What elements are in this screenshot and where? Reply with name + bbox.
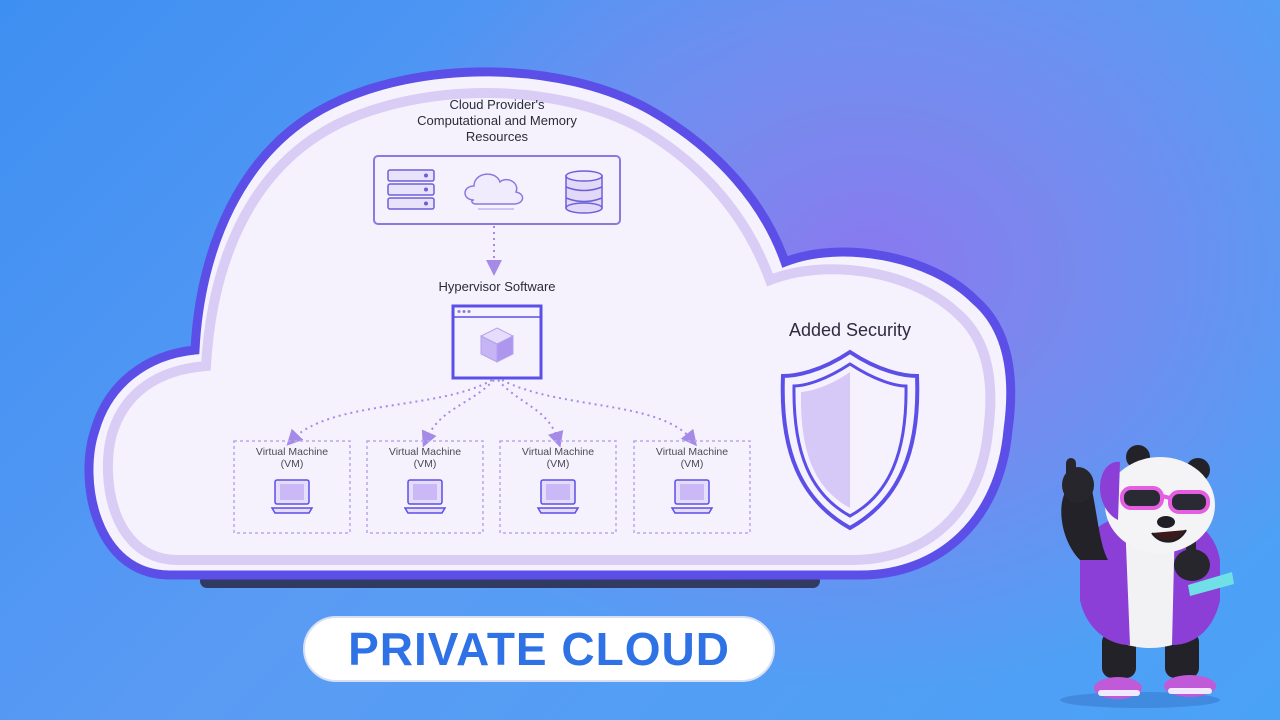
vm-box-2 [366, 440, 484, 534]
cloud-icon [464, 173, 524, 210]
laptop-icon [270, 479, 314, 514]
connector-vm-1 [286, 379, 493, 446]
laptop-icon [536, 479, 580, 514]
laptop-icon [670, 479, 714, 514]
cloud-inner-border [102, 88, 996, 565]
laptop-icon [403, 479, 447, 514]
hypervisor-label: Hypervisor Software [438, 279, 556, 294]
vm-box-4 [633, 440, 751, 534]
cloud-shape [84, 67, 1016, 580]
connector-vm-4 [501, 379, 698, 447]
vm-box-3 [499, 440, 617, 534]
vm-label-2: Virtual Machine (VM) [388, 446, 462, 470]
vm-label-4: Virtual Machine (VM) [655, 446, 729, 470]
title-banner: PRIVATE CLOUD [303, 616, 775, 682]
cube-icon [479, 327, 515, 363]
resources-label: Cloud Provider's Computational and Memor… [417, 97, 577, 144]
panda-mascot-icon [1060, 445, 1234, 708]
vm-label-1: Virtual Machine (VM) [255, 446, 329, 470]
security-label: Added Security [788, 320, 912, 340]
server-rack-icon [387, 169, 435, 210]
vm-box-1 [233, 440, 351, 534]
database-icon [565, 170, 603, 214]
shield-icon [780, 349, 920, 531]
banner-title: PRIVATE CLOUD [348, 623, 730, 675]
vm-label-3: Virtual Machine (VM) [521, 446, 595, 470]
